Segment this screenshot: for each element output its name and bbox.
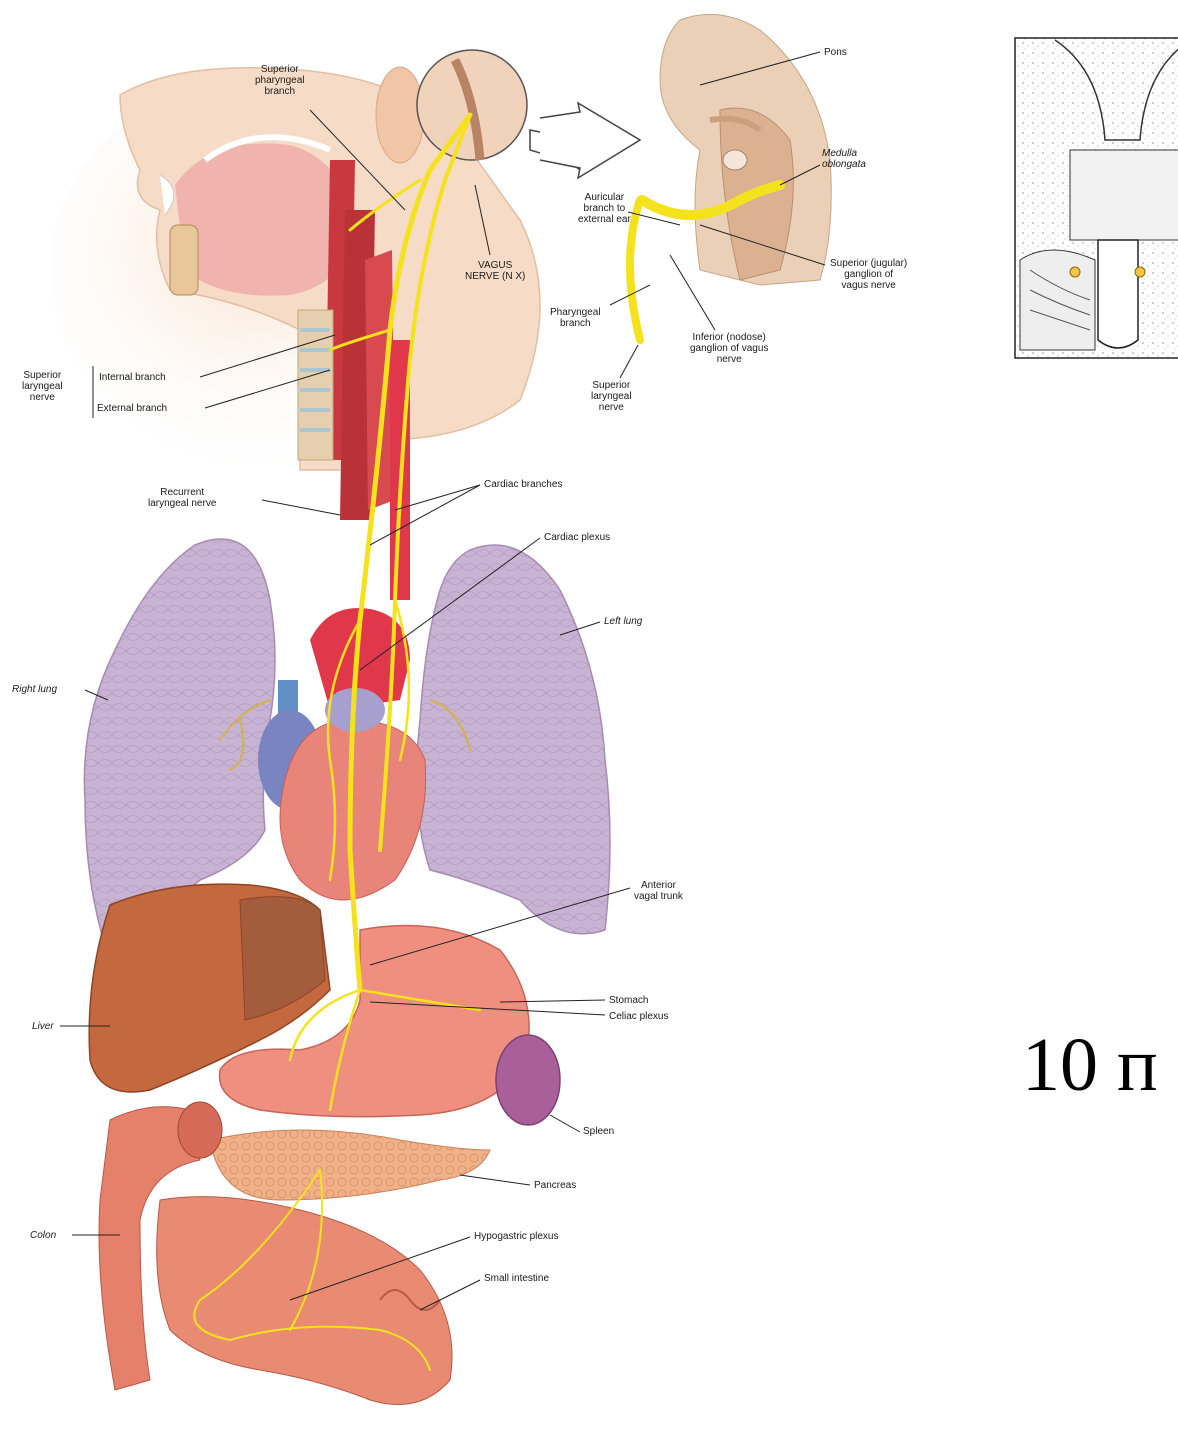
right-lung-label: Right lung: [12, 684, 57, 695]
left-lung-label: Left lung: [604, 616, 642, 627]
pancreas: [210, 1130, 490, 1200]
internal-branch-label: Internal branch: [99, 372, 166, 383]
external-branch-label: External branch: [97, 403, 167, 414]
spleen: [496, 1035, 560, 1125]
left-lung: [417, 545, 610, 934]
celiac-plexus-label: Celiac plexus: [609, 1011, 668, 1022]
stomach-label: Stomach: [609, 995, 648, 1006]
liver-label: Liver: [32, 1021, 54, 1032]
pons-label: Pons: [824, 47, 847, 58]
colon-label: Colon: [30, 1230, 56, 1241]
hypogastric-plexus-label: Hypogastric plexus: [474, 1231, 558, 1242]
cardiac-plexus-label: Cardiac plexus: [544, 532, 610, 543]
brainstem-inset: [660, 14, 831, 285]
small-intestine-label: Small intestine: [484, 1273, 549, 1284]
spleen-label: Spleen: [583, 1126, 614, 1137]
pancreas-label: Pancreas: [534, 1180, 576, 1191]
brain-stem-figure: [1015, 38, 1178, 358]
cardiac-branches-label: Cardiac branches: [484, 479, 562, 490]
slide-caption: 10 п: [1022, 1025, 1158, 1105]
